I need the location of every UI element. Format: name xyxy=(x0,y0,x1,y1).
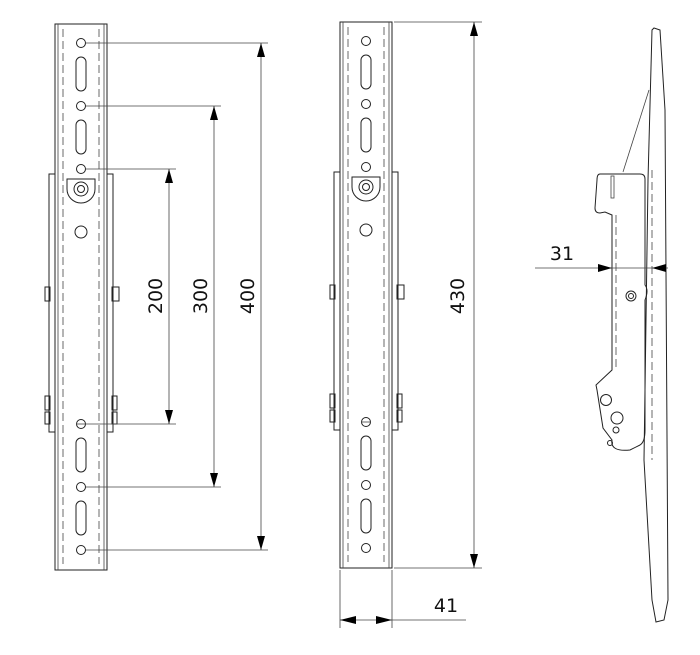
dimension-label-300: 300 xyxy=(190,278,212,314)
dimension-200 xyxy=(86,168,176,425)
dimension-label-41: 41 xyxy=(434,595,458,617)
dimension-430 xyxy=(394,21,482,569)
dimension-400 xyxy=(86,42,268,551)
front-view-rail-with-overall-dimensions: 430 41 xyxy=(329,21,482,628)
dimension-41 xyxy=(339,570,466,628)
dimension-31 xyxy=(535,264,668,272)
dimension-label-31: 31 xyxy=(550,243,574,265)
front-view-rail-with-hole-dimensions: 200 300 400 xyxy=(44,23,268,571)
dimension-label-200: 200 xyxy=(145,278,167,314)
dimension-300 xyxy=(86,105,221,488)
side-view-profile: 31 xyxy=(535,27,669,623)
dimension-label-430: 430 xyxy=(447,278,469,314)
dimension-label-400: 400 xyxy=(237,278,259,314)
